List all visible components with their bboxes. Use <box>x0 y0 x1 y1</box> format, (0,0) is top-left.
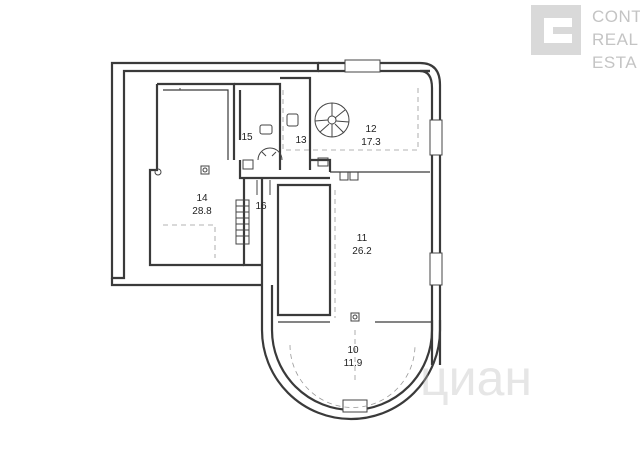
outer-walls <box>110 59 443 421</box>
toilet-icon <box>242 113 299 170</box>
interior-walls <box>148 76 432 323</box>
logo-line-2: REAL <box>592 30 638 49</box>
room-12-label: 12 17.3 <box>361 124 381 148</box>
room-10-label: 10 11.9 <box>344 345 363 369</box>
sink-icon <box>317 157 359 181</box>
logo-line-3: ESTA <box>592 53 637 72</box>
room-14-area: 28.8 <box>192 206 212 217</box>
room-labels: 14 28.8 15 16 13 12 17.3 11 26.2 10 11.9 <box>192 124 381 369</box>
projection-lines <box>163 85 419 408</box>
room-14-number: 14 <box>196 193 208 204</box>
fixtures <box>154 88 360 322</box>
room-11-number: 11 <box>357 233 368 244</box>
ceiling-light-icon <box>154 165 360 322</box>
room-12-number: 12 <box>365 124 377 135</box>
door-swing-icon <box>257 147 283 161</box>
watermark: циан <box>420 350 532 406</box>
room-11-area: 26.2 <box>352 246 372 257</box>
room-16-number: 16 <box>255 201 267 212</box>
room-11-label: 11 26.2 <box>352 233 372 257</box>
room-10-number: 10 <box>347 345 359 356</box>
room-14-label: 14 28.8 <box>192 193 212 217</box>
spiral-staircase-icon <box>314 102 350 138</box>
room-10-area: 11.9 <box>344 358 363 369</box>
company-logo: CONT REAL ESTA <box>531 5 640 72</box>
staircase-icon <box>235 199 250 245</box>
room-13-number: 13 <box>295 135 307 146</box>
room-12-area: 17.3 <box>361 137 381 148</box>
room-15-number: 15 <box>241 132 253 143</box>
logo-line-1: CONT <box>592 7 640 26</box>
